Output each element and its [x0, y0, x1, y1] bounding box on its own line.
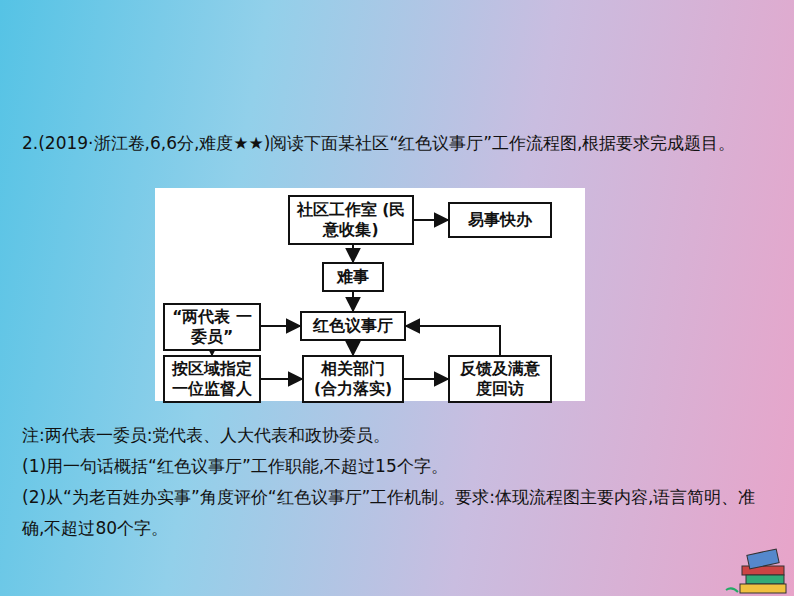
box-text: 社区工作室 (民意收集) [294, 200, 408, 240]
flow-arrow [404, 378, 448, 380]
box-text: “两代表 一委员” [169, 307, 255, 347]
process-box: 相关部门 (合力落实) [302, 355, 404, 403]
box-text: 反馈及满意度回访 [454, 359, 546, 399]
flow-arrow [261, 378, 302, 380]
flow-arrow [352, 341, 354, 355]
flow-arrow [261, 325, 300, 327]
note-text: (1)用一句话概括“红色议事厅”工作职能,不超过15个字。 [22, 451, 777, 482]
process-box: 反馈及满意度回访 [448, 355, 552, 403]
note-text: (2)从“为老百姓办实事”角度评价“红色议事厅”工作机制。要求:体现流程图主要内… [22, 482, 777, 544]
box-text: 相关部门 (合力落实) [308, 359, 398, 399]
process-box: 易事快办 [448, 202, 552, 238]
books-icon [726, 549, 786, 593]
box-text: 难事 [337, 267, 369, 287]
box-text: 易事快办 [468, 210, 532, 230]
chart-panel [155, 188, 585, 401]
flow-arrow [414, 219, 448, 221]
process-box: “两代表 一委员” [163, 303, 261, 351]
process-box: 按区域指定 一位监督人 [163, 355, 261, 403]
note-text: 注:两代表一委员:党代表、人大代表和政协委员。 [22, 420, 777, 451]
question-text: 2.(2019·浙江卷,6,6分,难度★★)阅读下面某社区“红色议事厅”工作流程… [22, 128, 777, 159]
process-box: 社区工作室 (民意收集) [288, 195, 414, 245]
box-text: 按区域指定 一位监督人 [169, 359, 255, 399]
flow-arrow [352, 292, 354, 311]
box-text: 红色议事厅 [313, 316, 393, 336]
flow-arrow [406, 326, 500, 355]
process-box: 难事 [322, 262, 384, 292]
process-box: 红色议事厅 [300, 311, 406, 341]
flow-arrow [352, 245, 354, 262]
